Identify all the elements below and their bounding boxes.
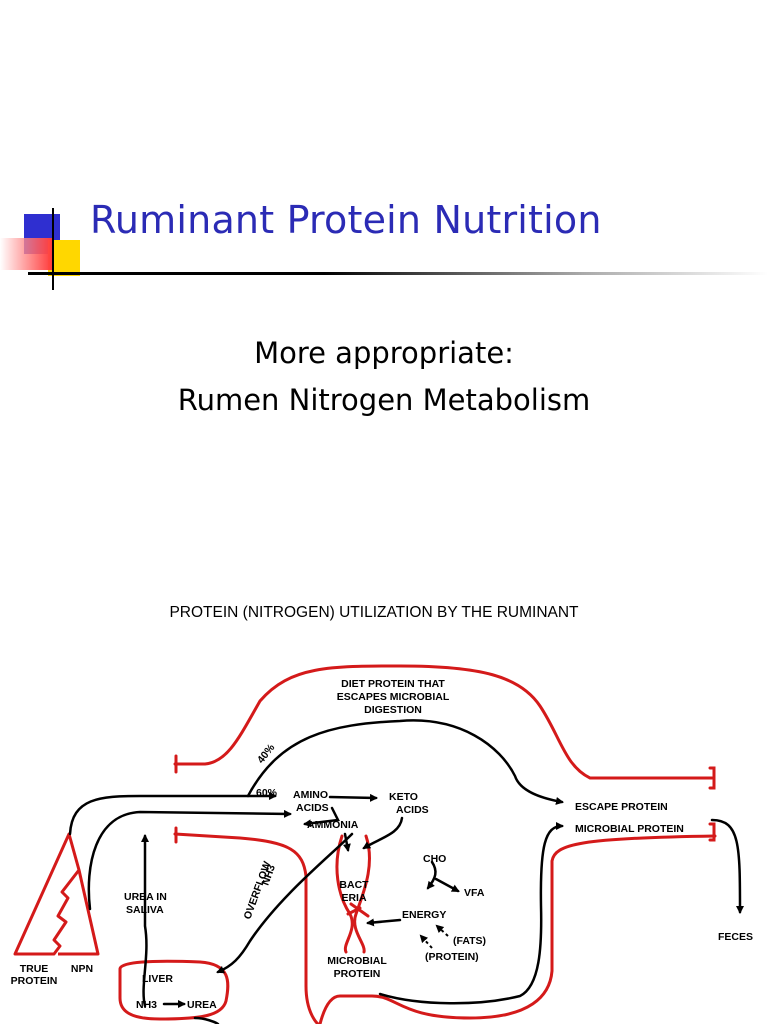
flow-arrows <box>68 719 744 1024</box>
label-feces: FECES <box>718 931 753 943</box>
rumen-outline <box>118 664 717 1024</box>
dotted-arrows <box>419 924 449 949</box>
label-saliva: SALIVA <box>126 904 164 916</box>
label-amino: AMINO <box>293 789 328 801</box>
label-protein-paren: (PROTEIN) <box>425 951 479 963</box>
escape-note-line-3: DIGESTION <box>364 704 422 716</box>
slide-title: Ruminant Protein Nutrition <box>90 198 602 242</box>
label-keto-acids: ACIDS <box>396 804 429 816</box>
label-bact: BACT <box>339 879 369 891</box>
title-underline <box>28 272 768 275</box>
label-ammonia: AMMONIA <box>307 819 359 831</box>
escape-note-line-1: DIET PROTEIN THAT <box>341 678 445 690</box>
red-gradient-bar <box>0 238 52 270</box>
label-true: TRUE <box>20 963 49 975</box>
label-microbial: MICROBIAL <box>327 955 387 967</box>
label-keto: KETO <box>389 791 418 803</box>
subtitle-line-1: More appropriate: <box>254 336 514 370</box>
label-vfa: VFA <box>464 887 485 899</box>
label-microbial-protein: PROTEIN <box>334 968 381 980</box>
label-true-protein: PROTEIN <box>11 975 58 987</box>
label-npn: NPN <box>71 963 93 975</box>
label-liver: LIVER <box>142 973 173 985</box>
label-microbial-protein-out: MICROBIAL PROTEIN <box>575 823 684 835</box>
label-energy: ENERGY <box>402 909 446 921</box>
nitrogen-utilization-diagram: PROTEIN (NITROGEN) UTILIZATION BY THE RU… <box>11 604 753 1024</box>
label-escape-protein: ESCAPE PROTEIN <box>575 801 668 813</box>
label-urea-liver: UREA <box>187 999 217 1011</box>
diagram-title: PROTEIN (NITROGEN) UTILIZATION BY THE RU… <box>169 604 579 621</box>
label-acids: ACIDS <box>296 802 329 814</box>
label-nh3-liver: NH3 <box>136 999 157 1011</box>
label-urea-in: UREA IN <box>124 891 167 903</box>
subtitle-line-2: Rumen Nitrogen Metabolism <box>177 383 591 417</box>
label-cho: CHO <box>423 853 446 865</box>
title-decoration <box>0 200 100 300</box>
label-eria: ERIA <box>341 892 367 904</box>
escape-note-line-2: ESCAPES MICROBIAL <box>337 691 450 703</box>
feed-triangles <box>13 832 100 956</box>
label-60-percent: 60% <box>256 787 278 799</box>
label-fats: (FATS) <box>453 935 486 947</box>
vertical-line <box>52 208 54 290</box>
